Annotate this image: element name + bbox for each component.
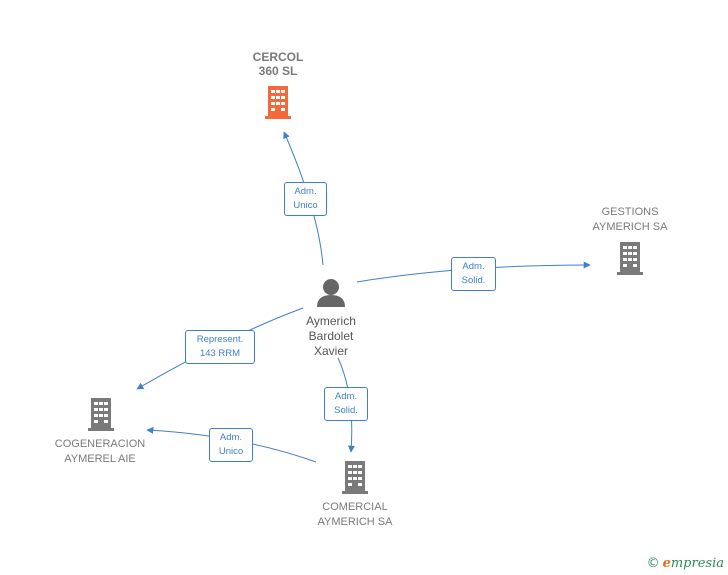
edge-label-line-1: Represent. [196,334,244,345]
edge-label-line-1: Adm. [294,186,317,197]
edge-label-line-2: Unico [293,200,318,211]
building-icon-cogeneracion[interactable] [88,398,114,431]
edge-label-comercial-cogeneracion: Adm. Unico [209,428,253,462]
brand-name: mpresia [670,556,724,571]
edge-label-line-1: Adm. [462,261,485,272]
node-label-cercol[interactable]: CERCOL 360 SL [252,50,304,78]
copyright-symbol: © [646,556,660,571]
edge-label-cercol: Adm. Unico [284,182,327,216]
edge-label-cogeneracion: Represent. 143 RRM [185,330,255,364]
edge-label-line-2: 143 RRM [199,348,241,359]
edge-label-line-2: Unico [218,446,244,457]
node-label-gestions[interactable]: GESTIONS AYMERICH SA [592,206,668,233]
building-icon-gestions[interactable] [617,242,643,275]
edge-label-line-2: Solid. [334,405,358,416]
building-icon-comercial[interactable] [342,461,368,494]
brand-initial: e [662,556,671,571]
person-icon[interactable] [317,279,345,307]
node-label-person[interactable]: Aymerich Bardolet Xavier [306,314,356,358]
edge-label-line-2: Solid. [461,275,486,286]
edge-label-line-1: Adm. [334,391,358,402]
empresia-logo[interactable]: ©empresia [647,556,724,571]
node-label-comercial[interactable]: COMERCIAL AYMERICH SA [317,501,393,528]
edge-label-line-1: Adm. [219,432,243,443]
building-icon-cercol[interactable] [265,86,291,119]
node-label-cogeneracion[interactable]: COGENERACION AYMEREL AIE [54,438,146,465]
edge-label-gestions: Adm. Solid. [451,257,496,291]
edge-label-comercial: Adm. Solid. [324,387,368,421]
